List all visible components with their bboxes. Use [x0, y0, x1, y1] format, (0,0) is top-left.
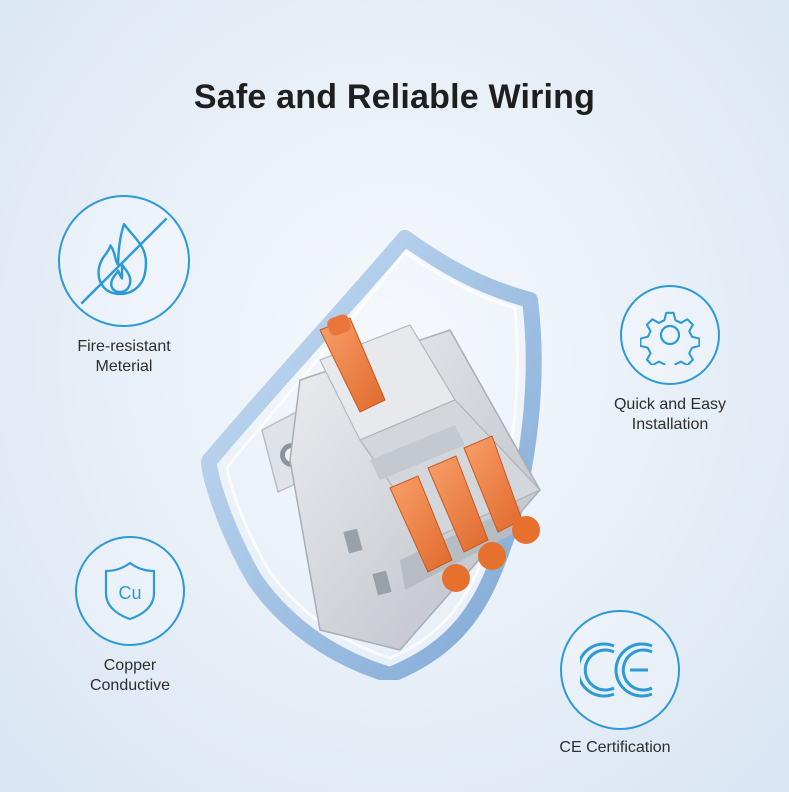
connector-shield-illustration: [201, 230, 542, 680]
gear-icon: [620, 285, 720, 385]
feature-label: Copper Conductive: [89, 657, 171, 694]
lever-2[interactable]: [427, 455, 506, 570]
feature-label: CE Certification: [559, 739, 671, 756]
page-title: Safe and Reliable Wiring: [193, 78, 596, 116]
cu-text: Cu: [118, 583, 141, 603]
lever-1[interactable]: [389, 475, 470, 592]
lever-top[interactable]: [319, 313, 386, 413]
ce-mark-icon: [560, 610, 680, 730]
cu-shield-icon: Cu: [75, 536, 185, 646]
lever-3[interactable]: [463, 435, 540, 544]
no-fire-icon: [58, 195, 190, 327]
feature-label: Fire-resistant Meterial: [77, 338, 171, 375]
shield-outline: [201, 230, 542, 680]
feature-label: Quick and Easy Installation: [613, 396, 727, 433]
feature-fire-resistant: Fire-resistant Meterial: [58, 195, 190, 377]
feature-quick-installation: Quick and Easy Installation: [600, 285, 740, 435]
feature-ce-certification: CE Certification: [555, 610, 685, 758]
feature-copper-conductive: Cu Copper Conductive: [60, 536, 200, 696]
